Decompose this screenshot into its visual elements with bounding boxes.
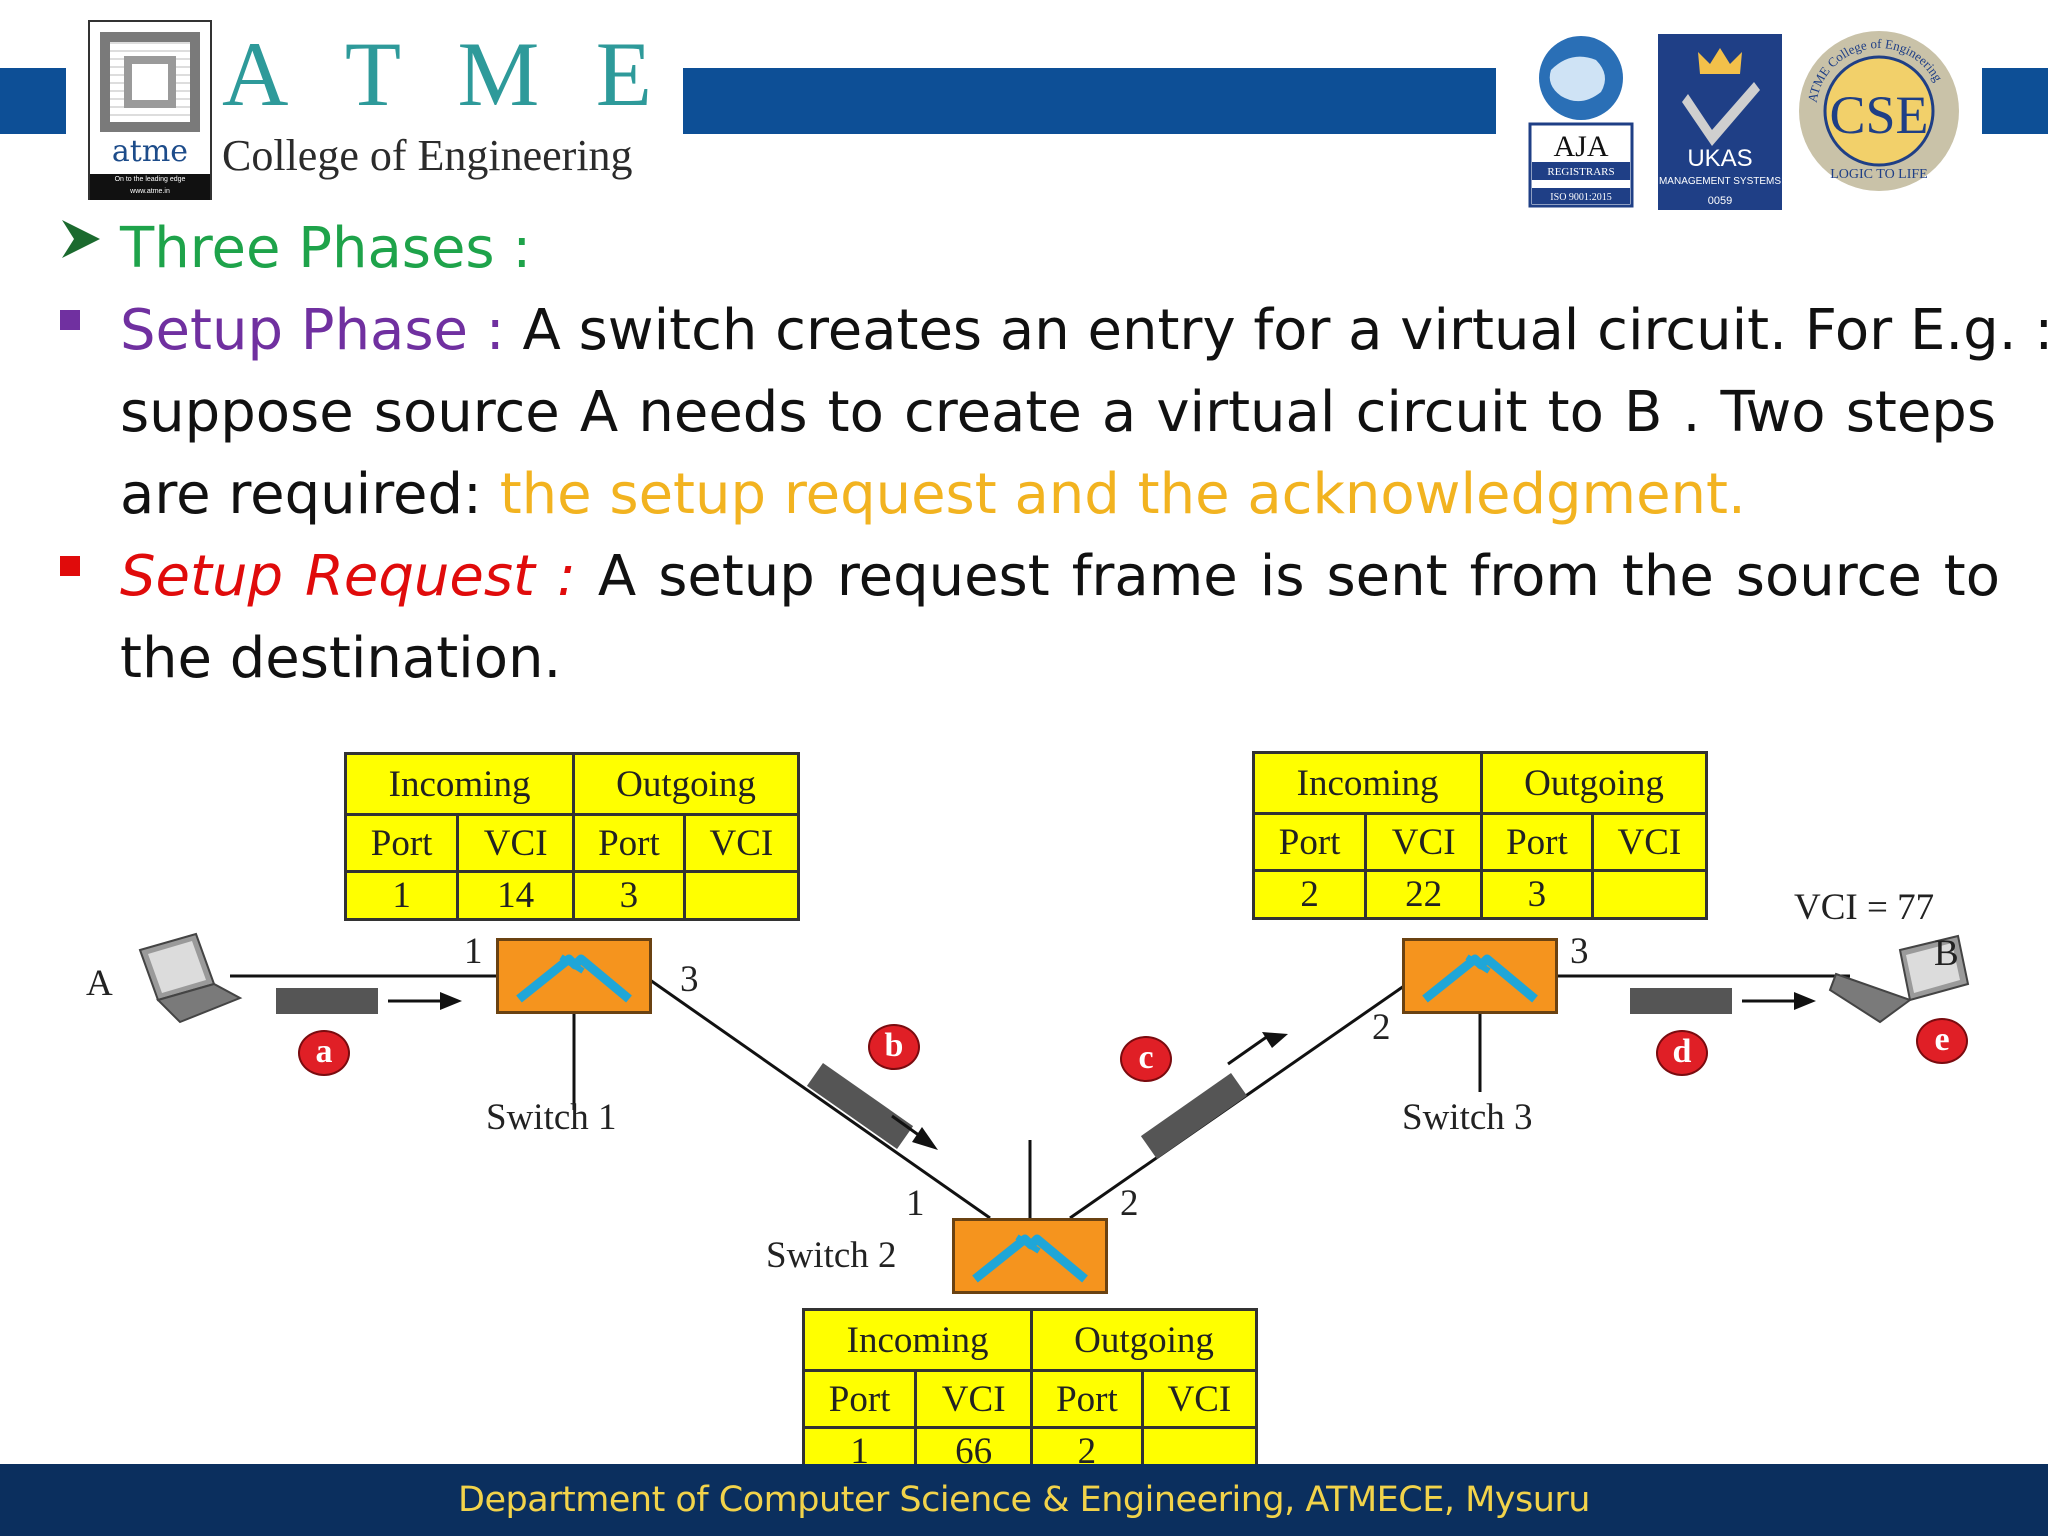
svg-text:MANAGEMENT SYSTEMS: MANAGEMENT SYSTEMS xyxy=(1659,176,1781,187)
switch-2-table: Incoming Outgoing Port VCI Port VCI 1 66… xyxy=(801,1308,1259,1477)
step-badge-d: d xyxy=(1656,1030,1708,1076)
port-label: 2 xyxy=(1372,1007,1391,1048)
brand-name: A T M E xyxy=(222,23,652,125)
svg-text:AJA: AJA xyxy=(1553,130,1608,163)
setup-steps-highlight: the setup request and the acknowledgment… xyxy=(499,462,1746,527)
switch-3-table: Incoming Outgoing Port VCI Port VCI 2 22… xyxy=(1251,751,1709,920)
svg-text:0059: 0059 xyxy=(1708,195,1732,207)
laptop-a-icon xyxy=(138,932,243,1024)
node-a-label: A xyxy=(86,963,113,1004)
port-label: 1 xyxy=(464,931,483,972)
header-bar-middle xyxy=(683,68,1496,134)
svg-text:CSE: CSE xyxy=(1829,85,1928,145)
svg-text:ISO 9001:2015: ISO 9001:2015 xyxy=(1550,192,1611,203)
arrow-bullet-icon xyxy=(62,220,100,258)
aja-cert-logo: AJA REGISTRARS ISO 9001:2015 xyxy=(1528,36,1634,208)
switch-2-label: Switch 2 xyxy=(766,1235,897,1276)
port-label: 2 xyxy=(1120,1183,1139,1224)
footer-text: Department of Computer Science & Enginee… xyxy=(458,1480,1591,1520)
atme-logo: atme On to the leading edge www.atme.in xyxy=(88,20,212,200)
header-bar-left xyxy=(0,68,66,134)
setup-phase-line-3: are required: the setup request and the … xyxy=(120,462,1746,527)
ukas-cert-logo: UKAS MANAGEMENT SYSTEMS 0059 xyxy=(1658,34,1782,210)
svg-text:UKAS: UKAS xyxy=(1687,145,1752,172)
switch-1-table: Incoming Outgoing Port VCI Port VCI 1 14… xyxy=(343,752,801,921)
setup-request-line-2: the destination. xyxy=(120,626,562,691)
port-label: 3 xyxy=(1570,931,1589,972)
node-b-label: B xyxy=(1934,933,1959,974)
setup-phase-label: Setup Phase : xyxy=(120,298,505,363)
setup-phase-line-1: Setup Phase : A switch creates an entry … xyxy=(120,298,2048,363)
switch-3 xyxy=(1402,938,1558,1014)
logo-strip: On to the leading edge www.atme.in xyxy=(90,174,210,200)
cse-logo: CSE ATME College of Engineering LOGIC TO… xyxy=(1799,31,1959,191)
square-bullet-icon xyxy=(60,310,80,330)
switch-3-icon xyxy=(1422,954,1538,1003)
step-badge-b: b xyxy=(868,1024,920,1070)
svg-text:REGISTRARS: REGISTRARS xyxy=(1547,166,1614,178)
header-bar-right xyxy=(1982,68,2048,134)
setup-phase-line-2: suppose source A needs to create a virtu… xyxy=(120,380,1996,445)
step-badge-c: c xyxy=(1120,1036,1172,1082)
setup-request-line-1: Setup Request : A setup request frame is… xyxy=(120,544,2000,609)
heading-three-phases: Three Phases : xyxy=(120,216,532,281)
switch-2 xyxy=(952,1218,1108,1294)
square-bullet-icon xyxy=(60,556,80,576)
footer-bar xyxy=(0,1464,2048,1536)
setup-request-label: Setup Request : xyxy=(120,544,576,609)
step-badge-e: e xyxy=(1916,1018,1968,1064)
switch-1-label: Switch 1 xyxy=(486,1097,617,1138)
switch-2-icon xyxy=(972,1234,1088,1283)
logo-text: atme xyxy=(111,134,189,169)
switch-1 xyxy=(496,938,652,1014)
vci-b-label: VCI = 77 xyxy=(1794,887,1935,928)
laptop-b-icon xyxy=(1828,934,1970,1024)
switch-3-label: Switch 3 xyxy=(1402,1097,1533,1138)
switch-1-icon xyxy=(516,954,632,1003)
port-label: 1 xyxy=(906,1183,925,1224)
step-badge-a: a xyxy=(298,1030,350,1076)
port-label: 3 xyxy=(680,959,699,1000)
svg-text:LOGIC TO LIFE: LOGIC TO LIFE xyxy=(1830,167,1927,182)
brand-subtitle: College of Engineering xyxy=(222,131,633,180)
